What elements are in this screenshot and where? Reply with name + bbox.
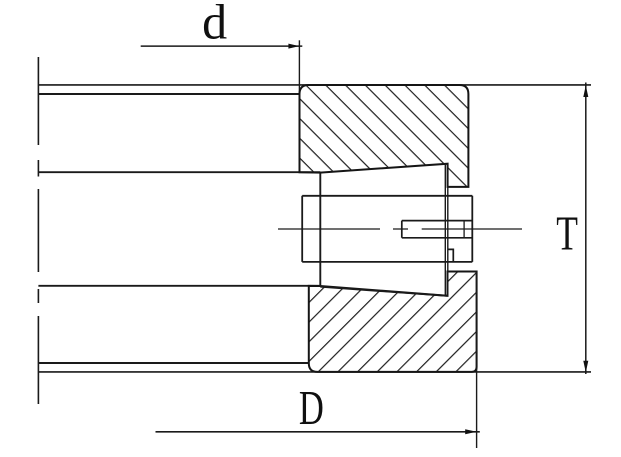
svg-text:d: d [202,0,227,50]
svg-text:T: T [556,207,578,261]
svg-text:D: D [299,381,324,435]
